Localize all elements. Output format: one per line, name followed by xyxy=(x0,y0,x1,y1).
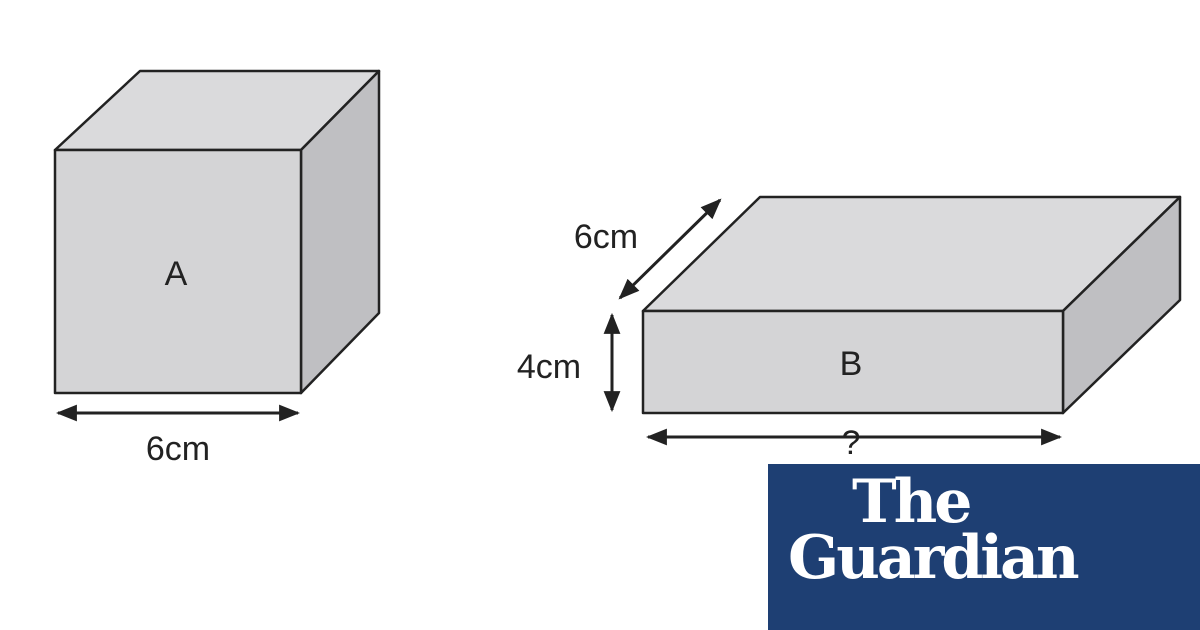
box-b-front-face xyxy=(641,309,1065,415)
cube-a-label: A xyxy=(165,255,188,293)
box-b-height-label: 4cm xyxy=(517,348,581,386)
cube-a-width-label: 6cm xyxy=(146,430,210,468)
logo-line-1: The xyxy=(852,467,972,537)
box-b-depth-label: 6cm xyxy=(574,218,638,256)
guardian-logo: The Guardian xyxy=(768,464,1200,630)
box-b xyxy=(641,195,1182,415)
box-b-label: B xyxy=(840,345,863,383)
box-b-length-label: ? xyxy=(842,424,861,462)
logo-wordmark: The Guardian xyxy=(788,467,1080,593)
box-b-depth-arrow xyxy=(618,198,722,300)
cube-a-front-face xyxy=(53,148,303,395)
cube-a xyxy=(53,69,381,395)
logo-line-2: Guardian xyxy=(788,523,1080,593)
